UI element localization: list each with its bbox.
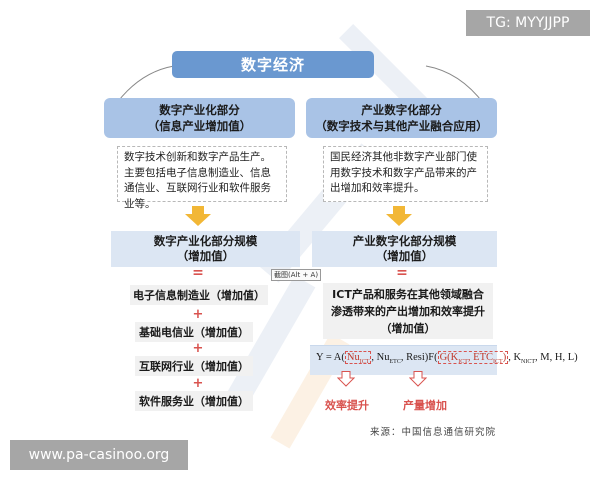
site-tag: www.pa-casinoo.org [10, 440, 188, 470]
list-item: 基础电信业（增加值） [135, 322, 253, 342]
right-scale-box: 产业数字化部分规模 （增加值） [312, 231, 497, 267]
digital-industrialization-box: 数字产业化部分 （信息产业增加值） [104, 98, 295, 138]
part-title: 产业数字化部分 [361, 103, 442, 117]
scale-title: 产业数字化部分规模 [352, 234, 457, 248]
equals-sign: = [396, 265, 408, 281]
left-description: 数字技术创新和数字产品生产。主要包括电子信息制造业、信息通信业、互联网行业和软件… [117, 146, 287, 210]
ict-line: （增加值） [380, 321, 436, 335]
hollow-down-arrow-icon [337, 371, 355, 387]
plus-sign: + [192, 307, 204, 322]
left-scale-box: 数字产业化部分规模 （增加值） [111, 231, 300, 267]
title-box: 数字经济 [172, 51, 374, 78]
part-subtitle: （信息产业增加值） [147, 119, 252, 133]
tg-tag: TG: MYYJJPP [466, 10, 590, 36]
down-arrow-icon [185, 206, 211, 226]
down-arrow-icon [386, 206, 412, 226]
efficiency-term: NuICT [344, 351, 372, 366]
list-item: 软件服务业（增加值） [135, 391, 253, 411]
production-formula: Y = A(NuICT, NuETC, Resi)F(G(KICT, ETCIC… [316, 351, 578, 366]
scale-title: 数字产业化部分规模 [153, 234, 258, 248]
scale-subtitle: （增加值） [176, 249, 235, 263]
part-subtitle: （数字技术与其他产业融合应用） [315, 119, 488, 133]
source-note: 来源：中国信息通信研究院 [370, 427, 497, 438]
output-label: 产量增加 [403, 399, 447, 412]
industrial-digitization-box: 产业数字化部分 （数字技术与其他产业融合应用） [306, 98, 497, 138]
output-term: G(KICT, ETCICT) [437, 351, 509, 366]
screenshot-tooltip: 截图(Alt + A) [271, 269, 322, 281]
equals-sign: = [192, 265, 204, 281]
formula-box [310, 345, 497, 375]
efficiency-label: 效率提升 [325, 399, 369, 412]
plus-sign: + [192, 341, 204, 356]
list-item: 电子信息制造业（增加值） [130, 285, 268, 305]
ict-contribution-box: ICT产品和服务在其他领域融合 渗透带来的产出增加和效率提升 （增加值） [323, 283, 493, 339]
plus-sign: + [192, 376, 204, 391]
hollow-down-arrow-icon [409, 371, 427, 387]
ict-line: ICT产品和服务在其他领域融合 [332, 287, 484, 301]
ict-line: 渗透带来的产出增加和效率提升 [331, 304, 485, 318]
right-description: 国民经济其他非数字产业部门使用数字技术和数字产品带来的产出增加和效率提升。 [323, 146, 488, 202]
part-title: 数字产业化部分 [159, 103, 240, 117]
list-item: 互联网行业（增加值） [135, 356, 253, 376]
scale-subtitle: （增加值） [375, 249, 434, 263]
